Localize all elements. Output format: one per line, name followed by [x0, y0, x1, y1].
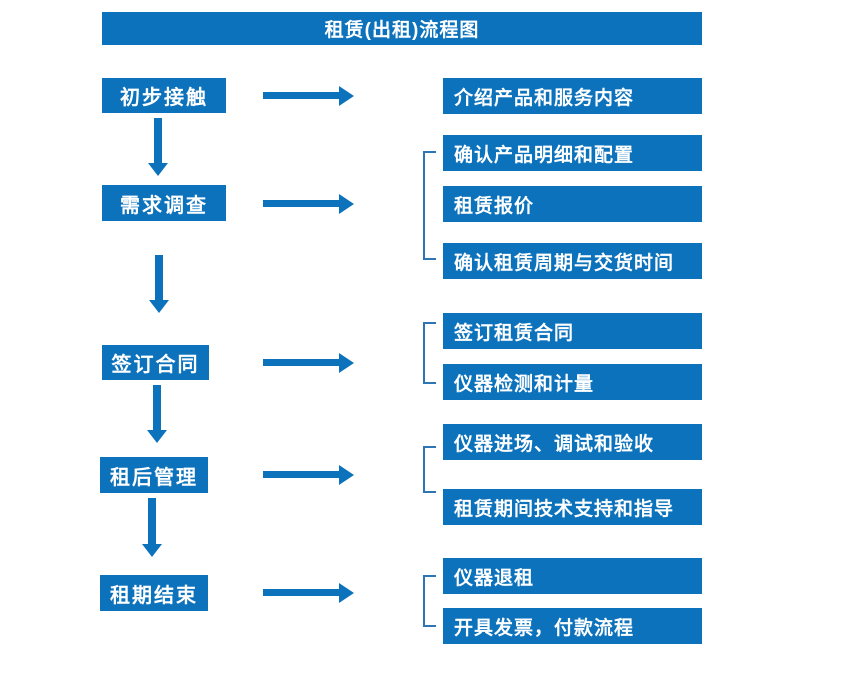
step-box-rental-end: 租期结束 — [100, 575, 208, 611]
step-box-initial-contact: 初步接触 — [102, 78, 226, 113]
right-arrow-step5 — [263, 582, 354, 603]
right-arrow-step1 — [263, 85, 354, 106]
detail-box-confirm-product-spec: 确认产品明细和配置 — [443, 135, 702, 171]
right-arrow-step3 — [263, 352, 354, 373]
right-arrow-step2 — [263, 193, 354, 214]
step-box-sign-contract: 签订合同 — [102, 345, 209, 380]
down-arrow-step3-step4 — [147, 385, 167, 443]
detail-box-confirm-period: 确认租赁周期与交货时间 — [443, 243, 702, 279]
detail-box-sign-rental-contract: 签订租赁合同 — [443, 313, 702, 349]
step-box-demand-survey: 需求调查 — [102, 185, 226, 221]
detail-box-instrument-return: 仪器退租 — [443, 558, 702, 594]
down-arrow-step4-step5 — [142, 498, 162, 557]
detail-box-rental-quote: 租赁报价 — [443, 186, 702, 222]
bracket-group-step2 — [423, 151, 436, 260]
down-arrow-step1-step2 — [148, 118, 168, 176]
detail-box-tech-support: 租赁期间技术支持和指导 — [443, 489, 702, 525]
detail-box-instrument-setup: 仪器进场、调试和验收 — [443, 424, 702, 460]
detail-box-introduce-products: 介绍产品和服务内容 — [443, 78, 702, 114]
bracket-group-step5 — [423, 575, 436, 627]
down-arrow-step2-step3 — [149, 255, 169, 313]
right-arrow-step4 — [263, 464, 354, 485]
step-box-post-rental-mgmt: 租后管理 — [100, 457, 208, 493]
bracket-group-step3 — [423, 322, 436, 384]
detail-box-instrument-testing: 仪器检测和计量 — [443, 364, 702, 400]
bracket-group-step4 — [423, 446, 436, 493]
flowchart-title: 租赁(出租)流程图 — [102, 12, 702, 45]
detail-box-invoice-payment: 开具发票，付款流程 — [443, 608, 702, 644]
